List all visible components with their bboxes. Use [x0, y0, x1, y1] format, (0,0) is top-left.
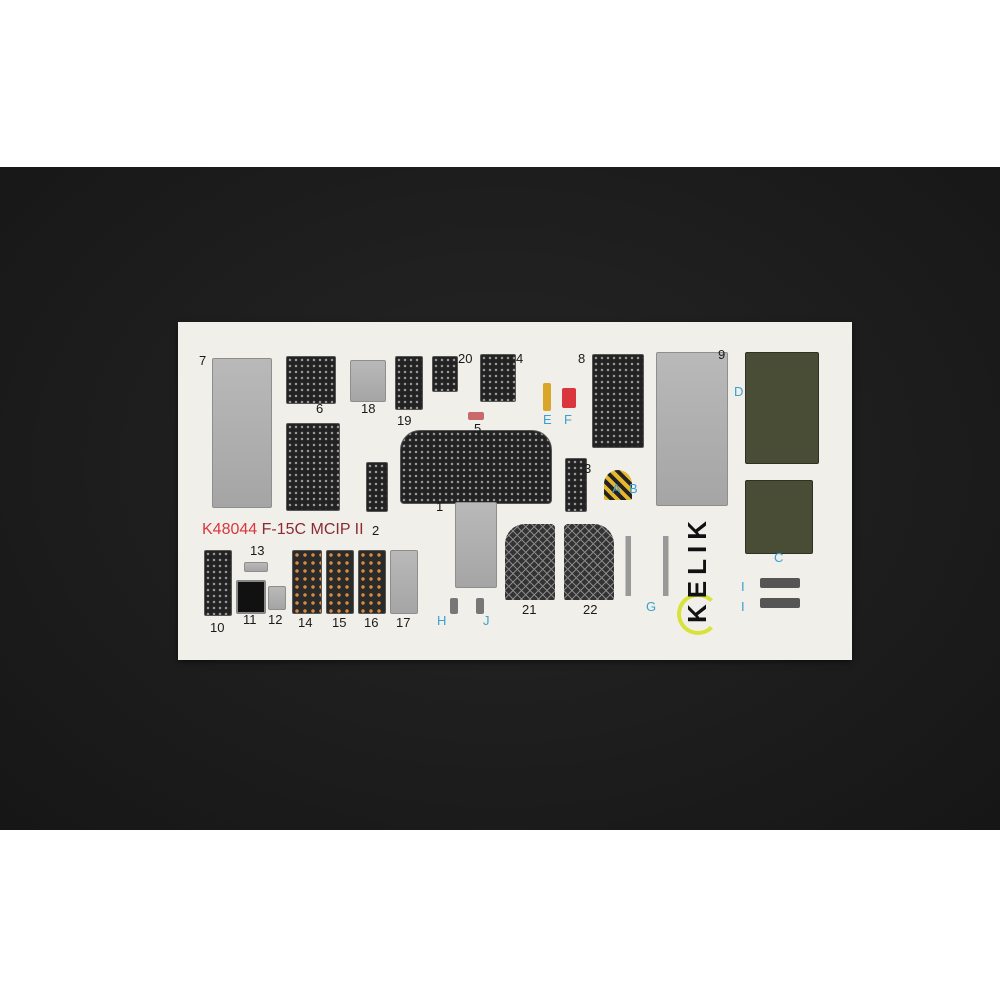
decal-e [543, 383, 551, 411]
part-label-8: 8 [578, 351, 586, 366]
decal-21 [505, 524, 555, 600]
decal-18 [350, 360, 386, 402]
decal-6-bottom [286, 423, 340, 511]
decal-1-main-panel [400, 430, 552, 504]
part-label-16: 16 [364, 615, 379, 630]
decal-22 [564, 524, 614, 600]
part-label-15: 15 [332, 615, 347, 630]
part-label-b: B [629, 481, 638, 496]
decal-10 [204, 550, 232, 616]
decal-i-strap [760, 598, 800, 608]
decal-c-seat-back [745, 480, 813, 554]
decal-17 [390, 550, 418, 614]
decal-7-side-console [212, 358, 272, 508]
part-label-e: E [543, 412, 552, 427]
part-label-d: D [734, 384, 744, 399]
decal-11 [236, 580, 266, 614]
decal-d-seat-cushion [745, 352, 819, 464]
decal-h [450, 598, 458, 614]
part-label-i: I [741, 599, 745, 614]
decal-20 [432, 356, 458, 392]
part-label-21: 21 [522, 602, 537, 617]
part-label-9: 9 [718, 347, 726, 362]
part-label-14: 14 [298, 615, 313, 630]
decal-19 [395, 356, 423, 410]
decal-3 [565, 458, 587, 512]
decal-13 [244, 562, 268, 572]
part-label-a: A [612, 481, 621, 496]
kelik-logo: KELIK [677, 515, 723, 635]
part-label-7: 7 [199, 353, 207, 368]
part-label-1: 1 [436, 499, 444, 514]
part-label-h: H [437, 613, 447, 628]
decal-j [476, 598, 484, 614]
decal-8 [592, 354, 644, 448]
part-label-20: 20 [458, 351, 473, 366]
decal-12 [268, 586, 286, 610]
decal-i-strap [760, 578, 800, 588]
decal-9-side-console [656, 352, 728, 506]
decal-14 [292, 550, 322, 614]
decal-a-b-striped [604, 470, 632, 500]
part-label-12: 12 [268, 612, 283, 627]
decal-4 [480, 354, 516, 402]
product-code: K48044 [202, 521, 258, 538]
decal-15 [326, 550, 354, 614]
part-label-22: 22 [583, 602, 598, 617]
part-label-c: C [774, 550, 784, 565]
decal-1-center-pedestal [455, 502, 497, 588]
sheet-title: K48044 F-15C MCIP II [202, 521, 364, 539]
logo-text: KELIK [682, 515, 712, 623]
decal-5 [468, 412, 484, 420]
part-label-13: 13 [250, 543, 265, 558]
part-label-2: 2 [372, 523, 380, 538]
decal-16 [358, 550, 386, 614]
decal-6-top [286, 356, 336, 404]
part-label-i: I [741, 579, 745, 594]
part-label-6: 6 [316, 401, 324, 416]
decal-g-harness [620, 536, 674, 596]
part-label-10: 10 [210, 620, 225, 635]
part-label-f: F [564, 412, 572, 427]
decal-2 [366, 462, 388, 512]
part-label-5: 5 [474, 421, 482, 436]
part-label-17: 17 [396, 615, 411, 630]
part-label-j: J [483, 613, 490, 628]
part-label-18: 18 [361, 401, 376, 416]
part-label-4: 4 [516, 351, 524, 366]
logo-ring-icon [677, 593, 719, 635]
part-label-g: G [646, 599, 657, 614]
part-label-3: 3 [584, 461, 592, 476]
decal-f [562, 388, 576, 408]
product-model: F-15C MCIP II [261, 521, 364, 538]
part-label-19: 19 [397, 413, 412, 428]
part-label-11: 11 [243, 612, 257, 627]
